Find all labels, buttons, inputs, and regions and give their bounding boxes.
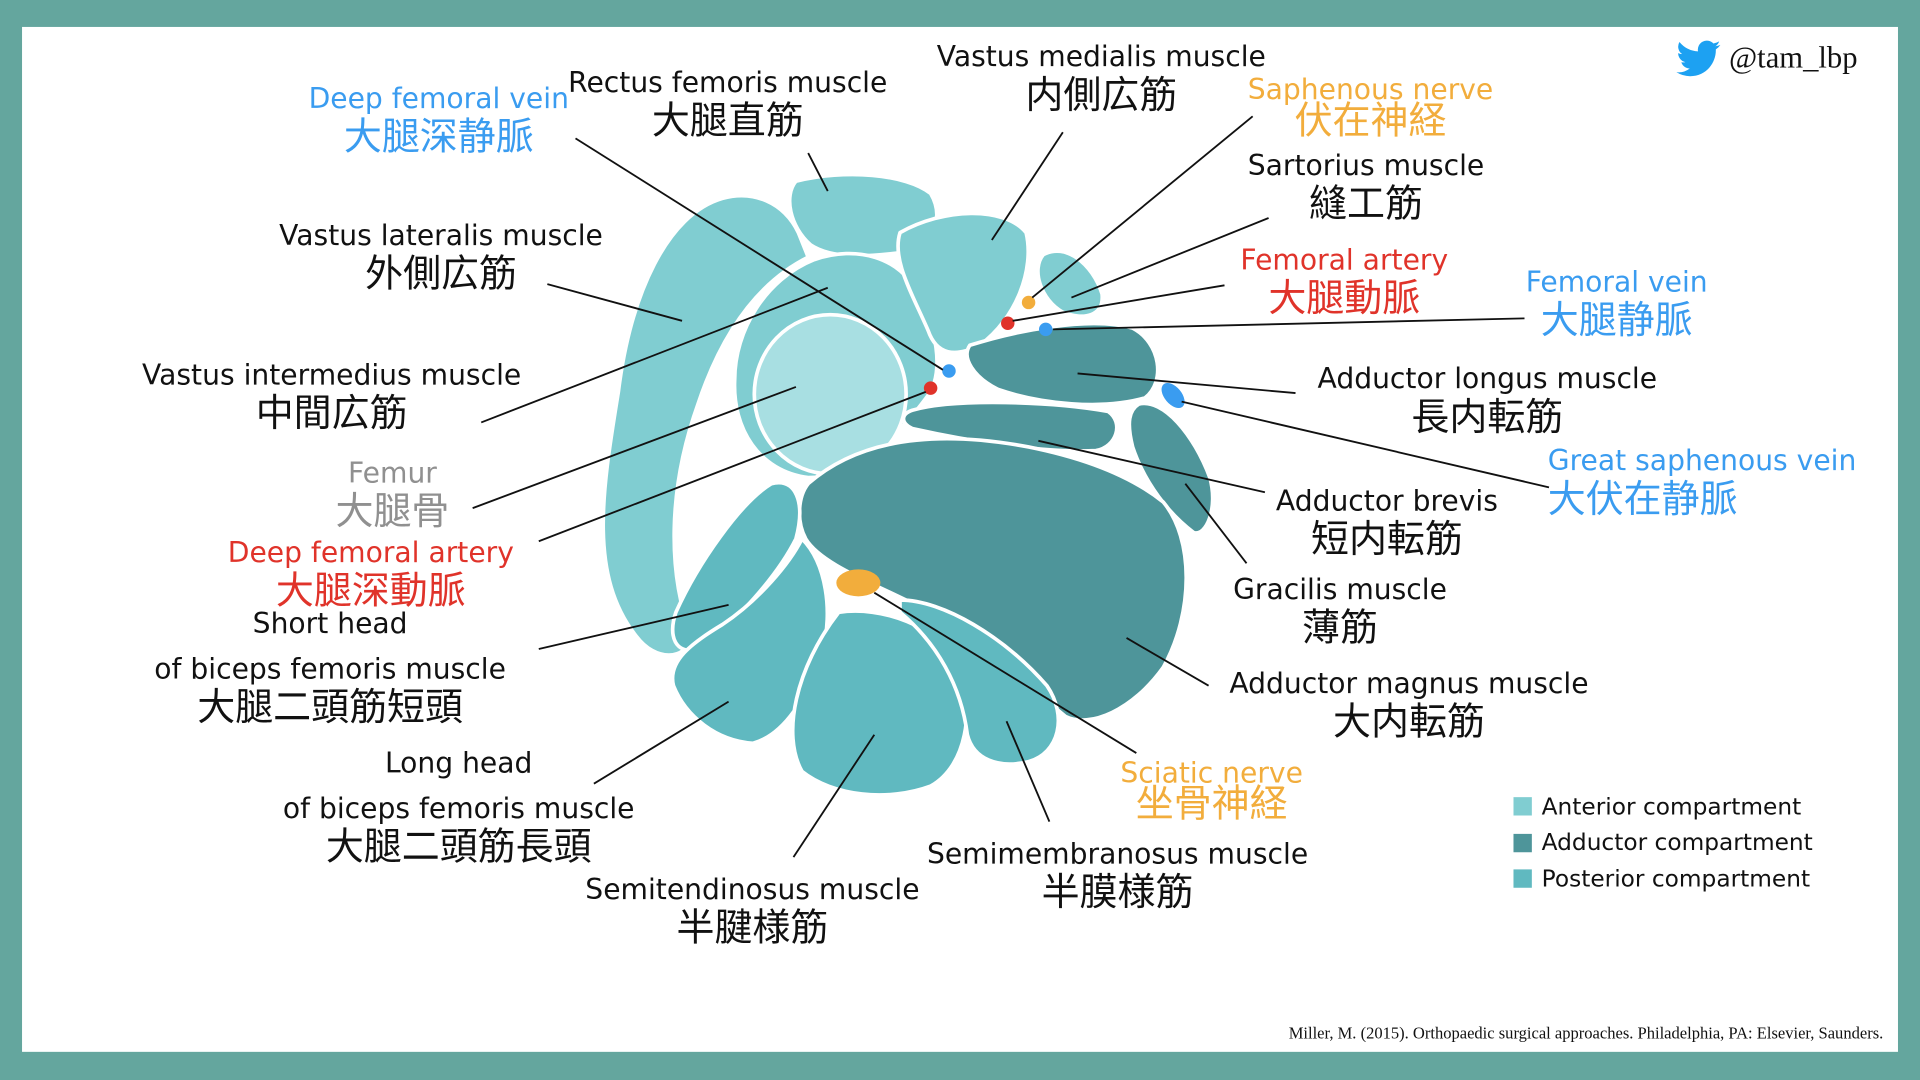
legend-swatch <box>1513 833 1532 852</box>
saphenous-nerve-dot <box>1021 295 1036 310</box>
legend-label: Posterior compartment <box>1541 865 1811 893</box>
sciatic-nerve-dot <box>836 569 881 597</box>
legend-label: Adductor compartment <box>1541 829 1813 857</box>
femoral-artery-dot <box>1001 316 1015 331</box>
legend-item-posterior: Posterior compartment <box>1513 861 1812 897</box>
legend-swatch <box>1513 869 1532 889</box>
twitter-handle-text: @tam_lbp <box>1728 41 1858 75</box>
legend: Anterior compartment Adductor compartmen… <box>1513 789 1813 897</box>
sartorius-shape <box>1036 249 1104 319</box>
legend-item-adductor: Adductor compartment <box>1513 825 1813 861</box>
legend-item-anterior: Anterior compartment <box>1513 789 1812 825</box>
gracilis-shape <box>1127 401 1215 535</box>
twitter-bird-icon <box>1676 40 1721 77</box>
twitter-handle[interactable]: @tam_lbp <box>1675 40 1858 77</box>
legend-swatch <box>1513 797 1532 816</box>
femoral-vein-dot <box>1038 322 1053 337</box>
legend-label: Anterior compartment <box>1541 793 1802 821</box>
deep-femoral-artery-dot <box>923 381 938 395</box>
great-saphenous-vein-dot <box>1161 382 1185 409</box>
adductor-brevis-shape <box>901 400 1119 453</box>
citation: Miller, M. (2015). Orthopaedic surgical … <box>1288 1023 1884 1043</box>
vastus-medialis-shape <box>896 211 1031 355</box>
adductor-longus-shape <box>965 321 1160 407</box>
leader-lines <box>472 115 1550 858</box>
deep-femoral-vein-dot <box>942 364 956 378</box>
semimembranosus-shape <box>898 598 1061 766</box>
